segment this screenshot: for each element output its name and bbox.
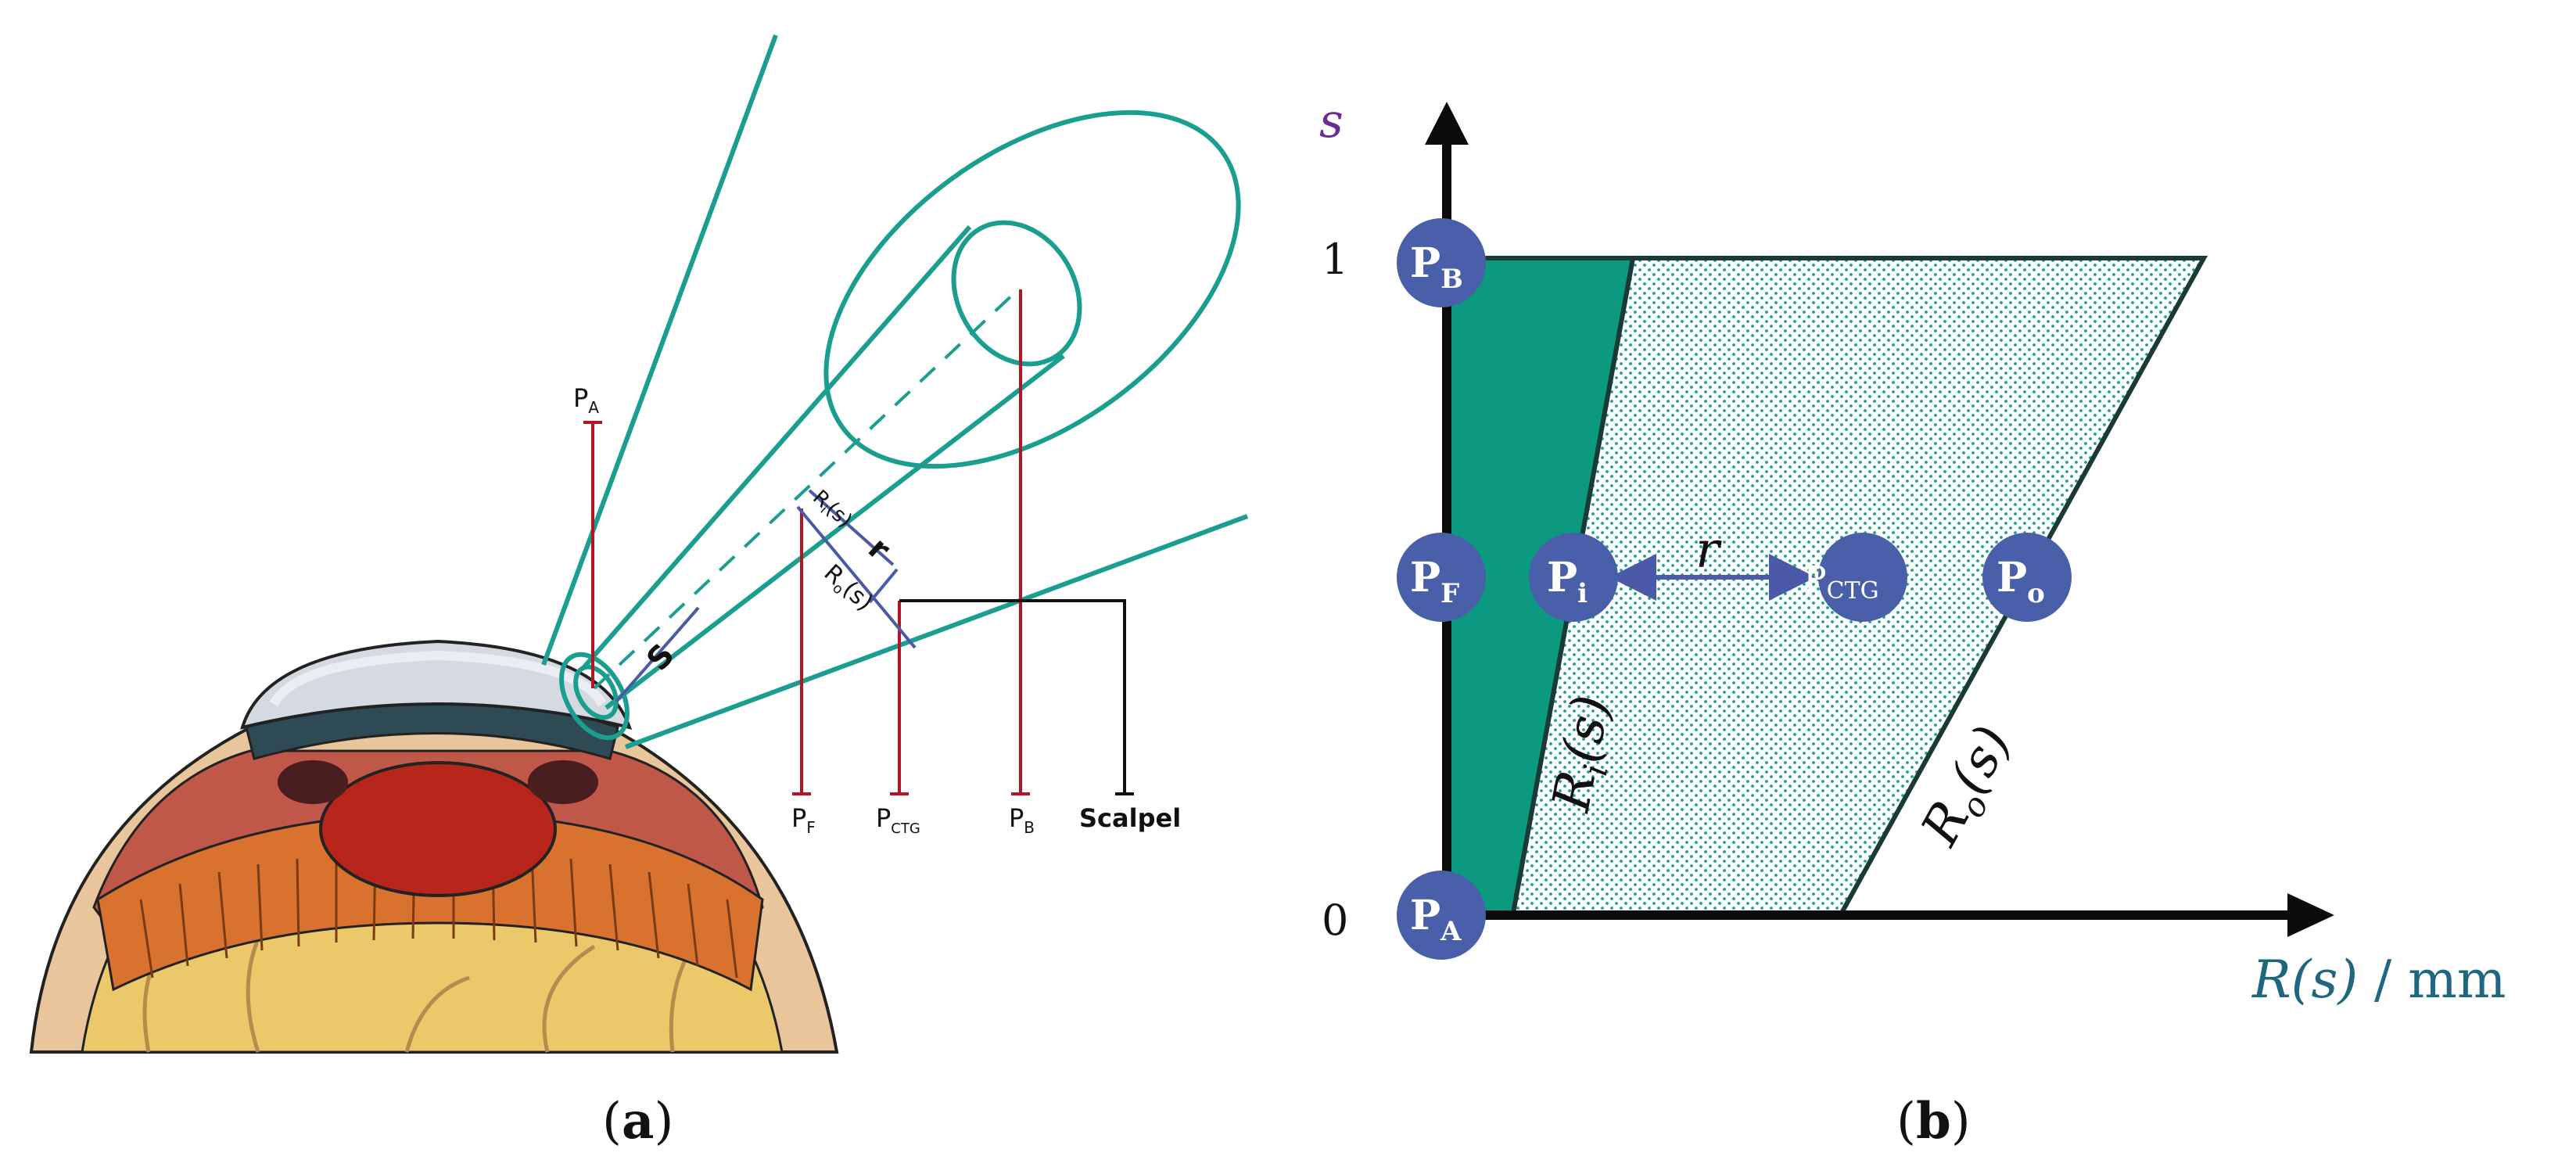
r-tick bbox=[868, 568, 899, 604]
inner-cone bbox=[573, 220, 1082, 720]
panel-a-caption: (a) bbox=[602, 1092, 673, 1151]
point-po-label: Po bbox=[1997, 554, 2045, 609]
scalpel-line bbox=[899, 599, 1134, 795]
y-axis-arrow bbox=[1425, 102, 1469, 145]
r-label-b: r bbox=[1695, 522, 1722, 580]
outer-cone-side-bottom bbox=[624, 514, 1249, 749]
label-ri-b: Ri(s) bbox=[1541, 691, 1628, 818]
outer-cone bbox=[541, 34, 1249, 749]
x-axis-label: R(s) / mm bbox=[2251, 950, 2506, 1010]
point-po bbox=[1982, 533, 2072, 622]
red-lines bbox=[583, 289, 1030, 795]
eye-lens bbox=[319, 761, 557, 897]
eye-iris-left bbox=[278, 760, 348, 804]
point-pb-label: PB bbox=[1410, 239, 1463, 295]
point-pctg bbox=[1818, 533, 1907, 622]
tick-1: 1 bbox=[1322, 235, 1348, 284]
point-pctg-label: PCTG bbox=[1803, 559, 1879, 605]
label-pctg: PCTG bbox=[876, 803, 920, 837]
tick-0: 0 bbox=[1322, 896, 1348, 945]
eye-zonules bbox=[96, 812, 764, 992]
point-pf bbox=[1397, 533, 1486, 622]
panel-a: PA PF PCTG PB Scalpel S r Ri(s) Ro(s) (a… bbox=[29, 34, 1249, 1151]
eye-iris-right bbox=[528, 760, 598, 804]
panel-b: s 1 0 R(s) / mm Ri(s) Ro(s) r PB PF PA P… bbox=[1319, 94, 2506, 1151]
outer-cone-apex bbox=[559, 652, 630, 741]
inner-cone-apex bbox=[573, 664, 619, 720]
outer-cone-base bbox=[823, 110, 1241, 469]
panel-b-caption: (b) bbox=[1896, 1092, 1971, 1151]
ri-line-top bbox=[808, 489, 895, 566]
eye-retina-vessels bbox=[142, 921, 705, 1053]
label-pf: PF bbox=[791, 803, 816, 837]
point-pi bbox=[1529, 533, 1618, 622]
inner-cone-base bbox=[951, 220, 1082, 367]
blue-lines bbox=[615, 489, 917, 703]
points: PB PF PA Pi PCTG Po bbox=[1397, 218, 2072, 960]
cone-axis-dashed bbox=[593, 289, 1018, 690]
y-axis-label: s bbox=[1319, 94, 1344, 149]
label-pa: PA bbox=[573, 383, 599, 417]
outer-cone-side-top bbox=[541, 34, 778, 666]
label-s: S bbox=[640, 637, 681, 677]
label-ro: Ro(s) bbox=[817, 559, 878, 619]
s-line bbox=[615, 606, 700, 703]
point-pa bbox=[1397, 871, 1486, 960]
inner-cone-side-bottom bbox=[605, 354, 1065, 710]
point-pf-label: PF bbox=[1410, 554, 1459, 609]
inner-cone-side-top bbox=[580, 225, 972, 670]
ro-line bbox=[796, 505, 917, 649]
eye-illustration bbox=[29, 639, 839, 1054]
x-axis-arrow bbox=[2287, 893, 2334, 937]
point-pb bbox=[1397, 218, 1486, 307]
label-scalpel: Scalpel bbox=[1079, 803, 1181, 833]
label-pb: PB bbox=[1009, 803, 1035, 837]
point-pa-label: PA bbox=[1410, 892, 1462, 947]
point-pi-label: Pi bbox=[1547, 554, 1588, 609]
